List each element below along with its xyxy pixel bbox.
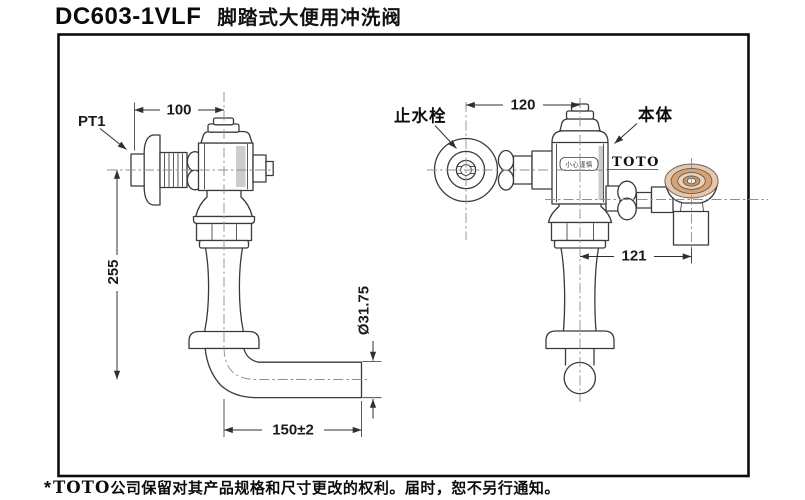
- svg-text:小心谨慎: 小心谨慎: [565, 160, 592, 169]
- body-label: 本体: [638, 105, 673, 125]
- pedal-base: [672, 210, 710, 246]
- model-number: DC603-1VLF: [55, 3, 202, 30]
- footer-brand: TOTO: [53, 478, 111, 497]
- toto-logo: TOTO: [612, 155, 660, 170]
- dim-stopvalve-offset: 120: [510, 97, 535, 114]
- dim-pedal-offset: 121: [621, 248, 646, 265]
- dim-pipe-diameter: Ø31.75: [356, 286, 373, 335]
- thread-label: PT1: [78, 113, 106, 130]
- side-view: [107, 92, 368, 399]
- outlet-elbow: [204, 347, 363, 399]
- pedal-arm: [605, 180, 674, 221]
- footer-note: 公司保留对其产品规格和尺寸更改的权利。届时，恕不另行通知。: [110, 480, 560, 497]
- stop-valve-label: 止水栓: [394, 106, 447, 126]
- front-view: 小心谨慎: [427, 98, 768, 402]
- front-view-centerlines: [427, 98, 768, 402]
- footer-disclaimer: *TOTO公司保留对其产品规格和尺寸更改的权利。届时，恕不另行通知。: [44, 477, 560, 499]
- product-name: 脚踏式大便用冲洗阀: [217, 7, 402, 29]
- page-title: DC603-1VLF 脚踏式大便用冲洗阀: [55, 1, 402, 31]
- dim-height: 255: [105, 259, 122, 284]
- side-view-centerlines: [107, 92, 368, 380]
- body-cap: [200, 130, 253, 144]
- dim-inlet-depth: 100: [166, 102, 191, 119]
- side-view-dimensions: 100 PT1 255 Ø31.75 150±2: [78, 101, 382, 439]
- stopvalve-coupling-nut: [497, 149, 515, 191]
- front-view-dimensions: 120 121 止水栓 本体 TOTO: [394, 97, 692, 265]
- footnote-asterisk: *: [44, 478, 52, 498]
- drawing-frame: [57, 33, 750, 478]
- outlet-stub: [252, 154, 274, 183]
- push-button-cap: [207, 117, 240, 133]
- body-shading: [236, 146, 246, 187]
- caution-sticker: 小心谨慎: [559, 157, 599, 171]
- down-tube: [204, 247, 244, 332]
- dim-outlet-length: 150±2: [272, 422, 314, 439]
